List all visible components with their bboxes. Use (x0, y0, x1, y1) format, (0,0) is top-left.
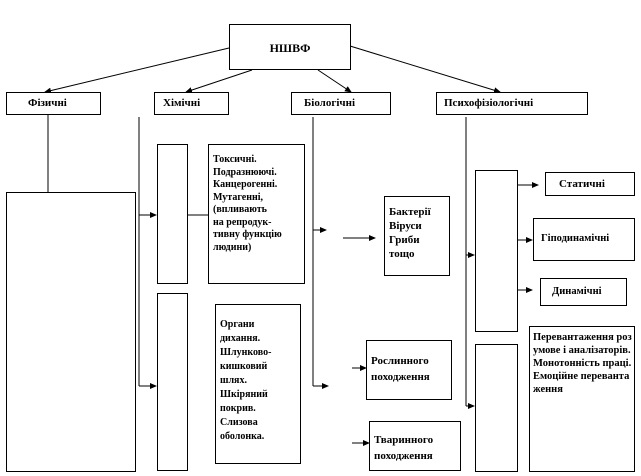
root-to-psycho-arrow (349, 45, 501, 94)
category-chemical-box (154, 92, 229, 115)
biological-micro-box (384, 196, 450, 276)
psycho-overload-box (529, 326, 635, 472)
psycho-hypodynamic-box (533, 218, 635, 261)
root-to-physical-arrow (44, 47, 230, 94)
root-to-biological-arrow (317, 69, 352, 93)
root-to-chemical-arrow (185, 69, 253, 93)
chemical-action-box (208, 144, 305, 284)
chemical-action-empty-box (157, 144, 188, 284)
biological-animal-text: Тваринного походження (374, 434, 434, 462)
category-physical-label: Фізичні (28, 97, 67, 109)
category-chemical-label: Хімічні (163, 97, 201, 109)
psycho-dynamic-box (540, 278, 627, 306)
chemical-route-box (215, 304, 301, 464)
psycho-static-label: Статичні (559, 178, 605, 190)
chemical-route-text: Органи дихання. Шлунково- кишковий шлях.… (220, 319, 272, 442)
category-biological-box (291, 92, 391, 115)
chemical-action-text: Токсичні. Подразнюючі. Канцерогенні. Мут… (213, 154, 282, 253)
category-biological-label: Біологічні (304, 97, 356, 109)
category-psycho-label: Психофізіологічні (444, 97, 534, 109)
biological-animal-box (369, 421, 461, 471)
physical-detail-box (6, 192, 136, 472)
psycho-lower-empty-box (475, 344, 518, 472)
biological-micro-text: Бактерії Віруси Гриби тощо (389, 206, 431, 260)
category-psycho-box (436, 92, 588, 115)
psycho-static-box (545, 172, 635, 196)
category-physical-box (6, 92, 101, 115)
root-box (229, 24, 351, 70)
biological-plant-box (366, 340, 452, 400)
psycho-dynamic-label: Динамічні (552, 286, 602, 297)
biological-plant-text: Рослинного походження (371, 355, 430, 383)
chemical-route-empty-box (157, 293, 188, 471)
psycho-upper-empty-box (475, 170, 518, 332)
psycho-overload-text: Перевантаження розумове і аналізаторів. … (533, 332, 632, 395)
psycho-hypodynamic-label: Гіподинамічні (541, 233, 610, 244)
root-label: НШВФ (269, 41, 311, 55)
